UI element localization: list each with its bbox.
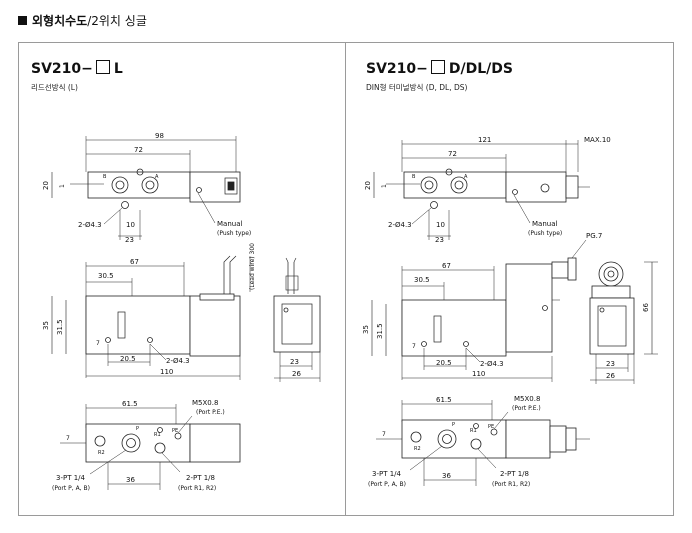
- right-hole-label: 2-Ø4.3: [388, 221, 412, 229]
- right-dim-7: 7: [412, 343, 416, 350]
- left-end-dim-23: 23: [290, 358, 299, 366]
- right-port-b: B: [412, 174, 416, 180]
- right-bottom-dim-7: 7: [382, 431, 386, 438]
- header-square-icon: [18, 16, 27, 25]
- right-dim-20-5: 20.5: [436, 359, 452, 367]
- left-model-title: SV210− L: [31, 60, 123, 77]
- right-model-suffix: D/DL/DS: [448, 61, 513, 77]
- left-dim-body: 72: [134, 146, 143, 154]
- left-port-r1: R1: [154, 432, 161, 438]
- right-dim-110: 110: [472, 370, 485, 378]
- left-dim-35: 35: [42, 321, 50, 330]
- section-header: 외형치수도/2위치 싱글: [18, 12, 147, 29]
- right-model-prefix: SV210−: [366, 61, 428, 77]
- left-end-dim-26: 26: [292, 370, 301, 378]
- left-dim-height: 20: [42, 181, 50, 190]
- left-m5-label: M5X0.8: [192, 399, 218, 407]
- left-port-p: P: [136, 426, 139, 432]
- left-lead-label: (Lead wire) 300: [249, 243, 256, 290]
- right-dim-23: 23: [435, 236, 444, 244]
- left-m5-sub: (Port P.E.): [196, 409, 225, 416]
- left-dim-110: 110: [160, 368, 173, 376]
- right-dim-30-5: 30.5: [414, 276, 430, 284]
- left-top-view: 98 72 B A 20 1 2-: [42, 132, 251, 244]
- right-dim-max: MAX.10: [584, 136, 611, 144]
- right-port-r1: R1: [470, 428, 477, 434]
- panel-divider: [345, 42, 346, 516]
- left-dim-7: 7: [96, 340, 100, 347]
- left-bottom-view: 61.5 P R1 PE R2 7 M5X0.8 (Port P.E.) 3-P…: [52, 399, 241, 492]
- left-dim-30-5: 30.5: [98, 272, 114, 280]
- right-m5-sub: (Port P.E.): [512, 405, 541, 412]
- left-model-prefix: SV210−: [31, 61, 93, 77]
- right-dim-31-5: 31.5: [376, 323, 384, 339]
- right-dim-body: 72: [448, 150, 457, 158]
- left-model-subtitle: 리드선방식 (L): [31, 83, 78, 92]
- right-dim-67: 67: [442, 262, 451, 270]
- right-end-dim-23: 23: [606, 360, 615, 368]
- right-pt14-label: 3-PT 1/4: [372, 470, 402, 478]
- left-side-hole-label: 2-Ø4.3: [166, 357, 190, 365]
- header-title: 외형치수도: [32, 14, 88, 28]
- right-port-pe: PE: [488, 424, 494, 430]
- right-manual-sub: (Push type): [528, 230, 562, 237]
- right-dim-height: 20: [364, 181, 372, 190]
- right-dim-66: 66: [642, 303, 650, 312]
- left-side-view: 67 30.5 35 31.5 7 20.5: [42, 243, 321, 382]
- right-pt14-sub: (Port P, A, B): [368, 481, 406, 488]
- left-bottom-dim-7: 7: [66, 435, 70, 442]
- right-dim-10: 10: [436, 221, 445, 229]
- right-dim-small: 1: [381, 184, 388, 188]
- left-pt18-sub: (Port R1, R2): [178, 485, 216, 492]
- right-bottom-view: 61.5 P R1 PE R2 7 M5X0.8 (Port P.E.) 3-P…: [368, 395, 590, 488]
- right-dim-61-5: 61.5: [436, 396, 452, 404]
- right-side-hole-label: 2-Ø4.3: [480, 360, 504, 368]
- left-model-suffix: L: [113, 61, 123, 77]
- right-pt18-label: 2-PT 1/8: [500, 470, 529, 478]
- left-port-b: B: [103, 174, 107, 180]
- right-side-view: 67 30.5 35 31.5 7 20.5 2-Ø4.3: [362, 257, 658, 384]
- right-dim-overall: 121: [478, 136, 491, 144]
- left-dim-36: 36: [126, 476, 135, 484]
- left-dim-20-5: 20.5: [120, 355, 136, 363]
- right-dim-36: 36: [442, 472, 451, 480]
- left-port-r2: R2: [98, 450, 105, 456]
- right-m5-label: M5X0.8: [514, 395, 540, 403]
- right-manual-label: Manual: [532, 220, 557, 228]
- right-dim-35: 35: [362, 325, 370, 334]
- left-dim-31-5: 31.5: [56, 319, 64, 335]
- left-dim-overall: 98: [155, 132, 164, 140]
- right-port-p: P: [452, 422, 455, 428]
- right-pt18-sub: (Port R1, R2): [492, 481, 530, 488]
- model-placeholder-box: [430, 60, 445, 74]
- left-dim-10: 10: [126, 221, 135, 229]
- right-port-r2: R2: [414, 446, 421, 452]
- right-pg-label: PG.7: [586, 232, 602, 240]
- right-top-view: 121 MAX.10 72 B A 20 1 2-: [364, 136, 611, 259]
- right-end-dim-26: 26: [606, 372, 615, 380]
- left-pt14-sub: (Port P, A, B): [52, 485, 90, 492]
- left-port-a: A: [155, 174, 159, 180]
- header-subtitle: /2위치 싱글: [87, 14, 147, 28]
- left-hole-label: 2-Ø4.3: [78, 221, 102, 229]
- left-port-pe: PE: [172, 428, 178, 434]
- drawing-frame: [18, 42, 674, 516]
- right-model-title: SV210− D/DL/DS: [366, 60, 513, 77]
- left-manual-sub: (Push type): [217, 230, 251, 237]
- left-dim-23: 23: [125, 236, 134, 244]
- left-dim-small: 1: [59, 184, 66, 188]
- right-model-subtitle: DIN형 터미널방식 (D, DL, DS): [366, 83, 468, 92]
- left-dim-61-5: 61.5: [122, 400, 138, 408]
- left-pt18-label: 2-PT 1/8: [186, 474, 215, 482]
- right-port-a: A: [464, 174, 468, 180]
- model-placeholder-box: [95, 60, 110, 74]
- left-dim-67: 67: [130, 258, 139, 266]
- left-pt14-label: 3-PT 1/4: [56, 474, 86, 482]
- left-manual-label: Manual: [217, 220, 242, 228]
